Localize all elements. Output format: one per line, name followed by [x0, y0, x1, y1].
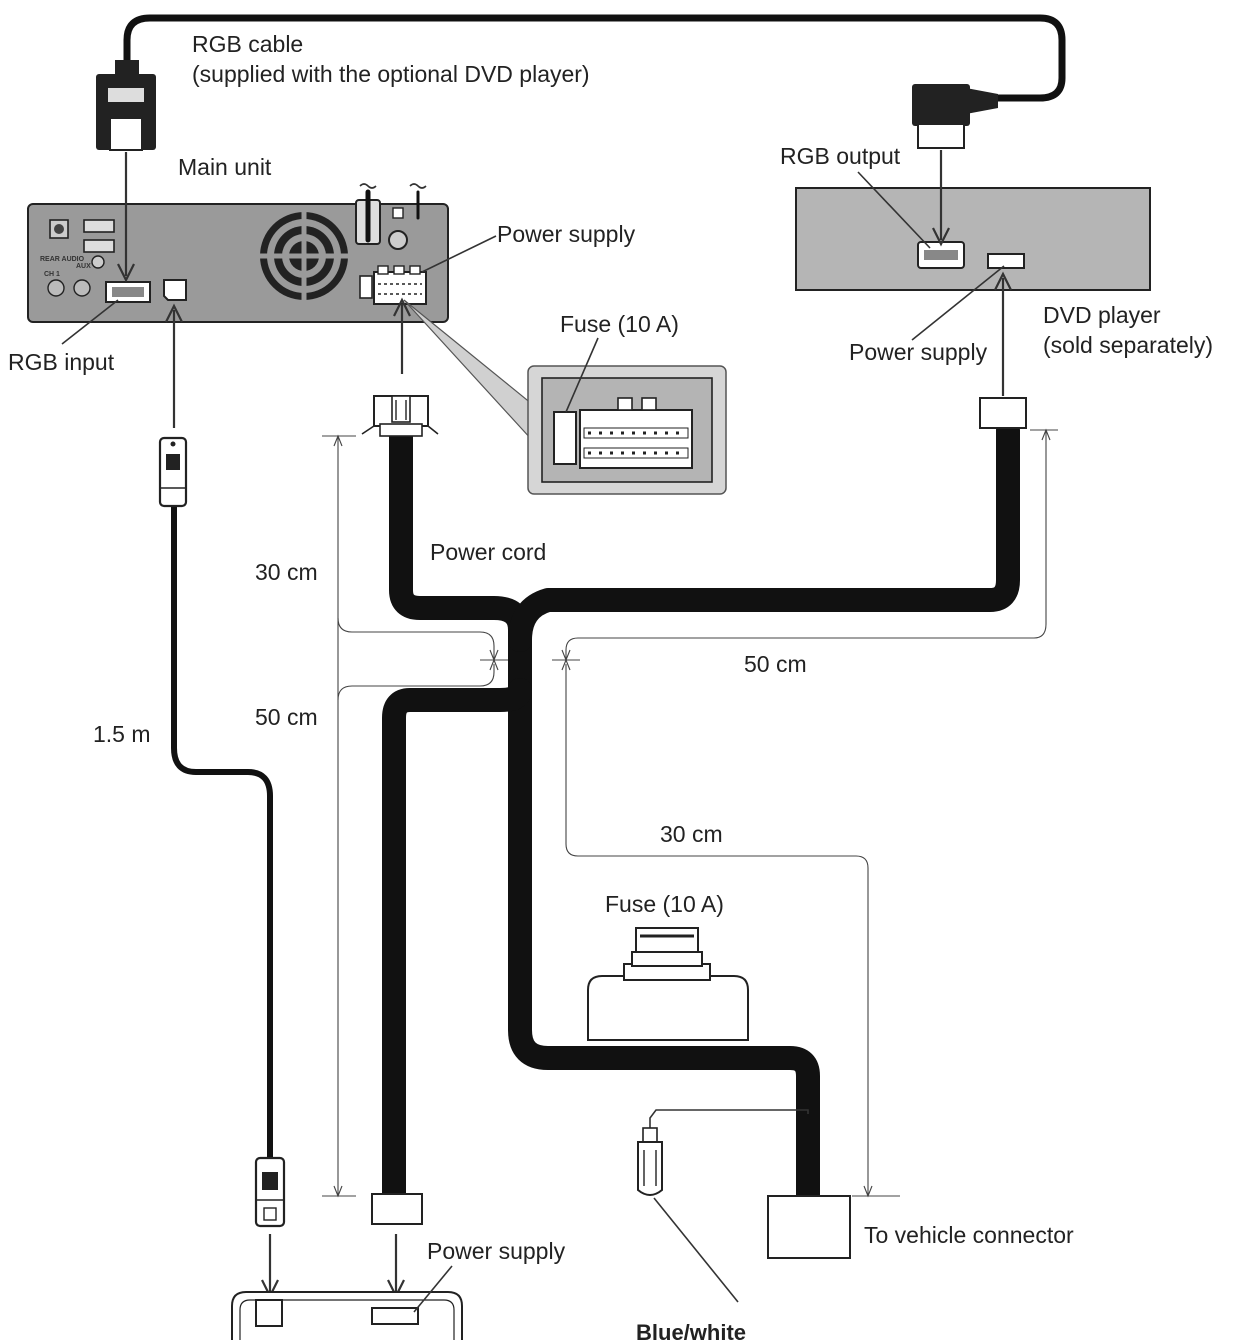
rgb-cable-label: RGB cable	[192, 31, 303, 57]
arrow-rgb-to-unit	[117, 152, 135, 283]
dvd-power-port	[987, 253, 1025, 269]
dvd-power-supply-label: Power supply	[849, 339, 988, 365]
main-unit-label: Main unit	[178, 154, 272, 180]
main-unit-power-connector	[359, 265, 427, 305]
inset-fuse-label: Fuse (10 A)	[560, 311, 679, 337]
dvd-player: RGB output Power supply DVD player (sold…	[780, 143, 1213, 365]
dvd-player-note: (sold separately)	[1043, 332, 1213, 358]
dimension-50cm-right: 50 cm	[744, 651, 807, 677]
usb-port-icon	[83, 239, 115, 253]
dimension-1-5m: 1.5 m	[93, 721, 151, 747]
rgb-cable-plug-right	[912, 84, 998, 149]
monitor-unit: Power supply	[231, 1238, 566, 1340]
lower-fuse-icon	[635, 927, 699, 953]
usb-port-icon	[83, 219, 115, 233]
to-vehicle-connector-label: To vehicle connector	[864, 1222, 1074, 1248]
rear-audio-marking: REAR AUDIO	[40, 256, 85, 263]
rgb-output-label: RGB output	[780, 143, 901, 169]
power-cord: Power cord	[382, 418, 1020, 1208]
rgb-monitor-cable-plug-top	[158, 436, 188, 508]
dimension-50cm-left: 50 cm	[255, 704, 318, 730]
fuse-inset: Fuse (10 A)	[403, 299, 727, 495]
arrow-power-to-unit	[393, 297, 411, 374]
main-unit-power-supply-label: Power supply	[497, 221, 636, 247]
rgb-cable-note: (supplied with the optional DVD player)	[192, 61, 590, 87]
rgb-monitor-cable: 1.5 m	[93, 436, 286, 1228]
power-cord-label: Power cord	[430, 539, 546, 565]
blue-white-lead: Blue/white	[636, 1109, 809, 1340]
monitor-rgb-port	[255, 1299, 283, 1327]
main-unit: Main unit REAR AUDIO AUX CH 1	[27, 154, 636, 323]
monitor-power-supply-label: Power supply	[427, 1238, 566, 1264]
dimension-30cm-right: 30 cm	[660, 821, 723, 847]
rgb-cable-plug-left	[96, 60, 156, 151]
arrow-power-to-dvd	[994, 271, 1012, 396]
dimension-30cm-left: 30 cm	[255, 559, 318, 585]
blue-white-label: Blue/white	[636, 1320, 746, 1340]
lower-fuse-holder: Fuse (10 A)	[587, 891, 749, 1041]
lower-fuse-label: Fuse (10 A)	[605, 891, 724, 917]
bottom-power-cord-connector	[371, 1193, 423, 1225]
vehicle-connector: To vehicle connector	[767, 1195, 1074, 1259]
dvd-player-label: DVD player	[1043, 302, 1161, 328]
dvd-power-cord-connector	[979, 397, 1027, 429]
arrow-rgb-monitor-to-unit	[165, 303, 183, 428]
arrow-rgb-to-monitor	[261, 1234, 279, 1299]
aux-jack-icon	[91, 255, 105, 269]
rgb-input-label: RGB input	[8, 349, 115, 375]
monitor-power-port	[371, 1307, 419, 1325]
aux-marking: AUX	[76, 263, 91, 270]
camera-port	[163, 279, 187, 301]
dimension-lines: 30 cm 50 cm 50 cm 30 cm	[255, 428, 1058, 1198]
ch-marking: CH 1	[44, 271, 60, 278]
fan-icon	[260, 212, 348, 300]
power-cord-top-connector	[361, 395, 439, 437]
arrow-rgb-to-dvd	[932, 150, 950, 247]
rgb-monitor-cable-plug-bottom	[254, 1156, 286, 1228]
inset-connector-icon	[579, 409, 693, 469]
arrow-power-to-monitor	[387, 1234, 405, 1299]
inset-fuse-icon	[553, 411, 577, 465]
rgb-cable: RGB cable (supplied with the optional DV…	[96, 14, 1066, 151]
